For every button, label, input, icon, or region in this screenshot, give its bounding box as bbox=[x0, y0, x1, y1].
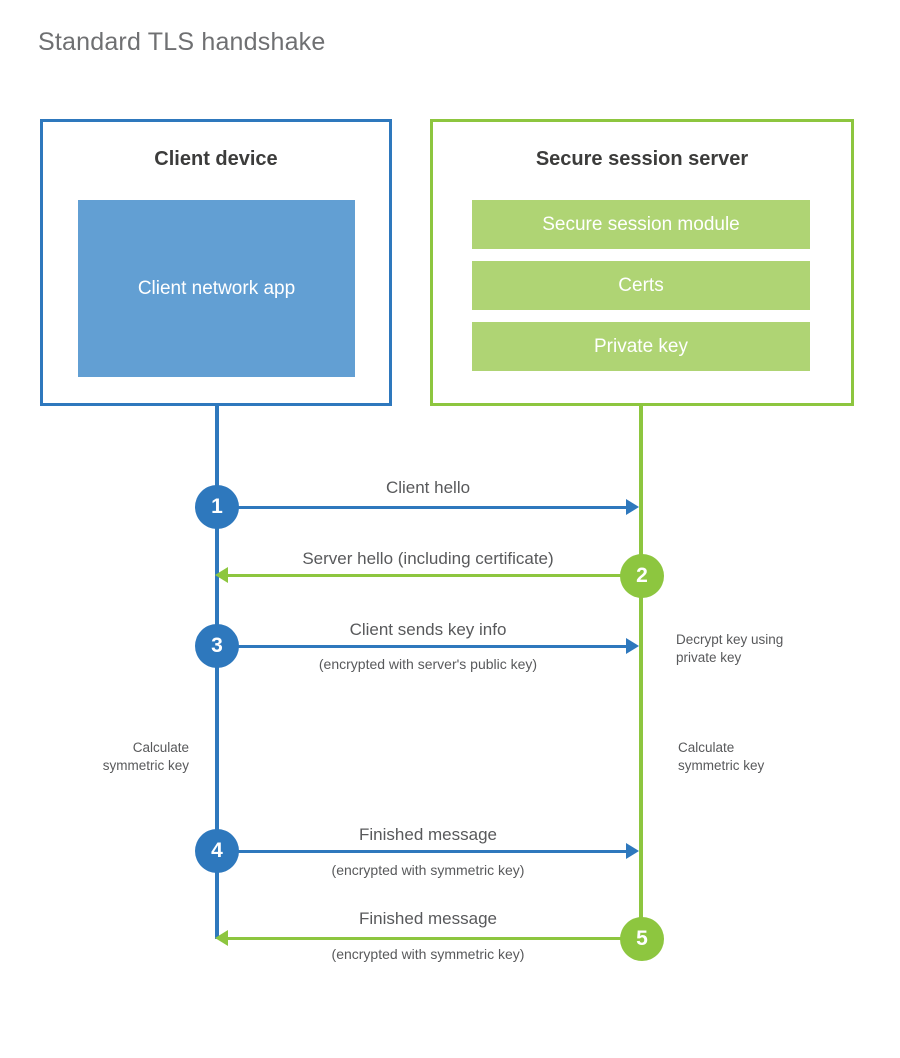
server-components-list: Secure session module Certs Private key bbox=[472, 200, 810, 371]
step-3-arrow-line bbox=[217, 645, 626, 648]
step-3-arrow-head-icon bbox=[626, 638, 639, 654]
server-component-private-key: Private key bbox=[472, 322, 810, 371]
step-4-sublabel: (encrypted with symmetric key) bbox=[331, 862, 525, 878]
server-component-secure-session-module: Secure session module bbox=[472, 200, 810, 249]
server-component-certs: Certs bbox=[472, 261, 810, 310]
client-device-title: Client device bbox=[154, 148, 278, 170]
server-lifeline bbox=[639, 406, 643, 939]
step-2-label: Server hello (including certificate) bbox=[302, 549, 554, 568]
step-4-label: Finished message bbox=[359, 825, 497, 844]
step-5-arrow-line bbox=[228, 937, 641, 940]
note-decrypt-key: Decrypt key using private key bbox=[676, 632, 784, 666]
note-server-calculate-symmetric-key: Calculate symmetric key bbox=[678, 740, 765, 774]
step-circle-5: 5 bbox=[620, 917, 664, 961]
page-title: Standard TLS handshake bbox=[38, 28, 326, 56]
step-4-arrow-line bbox=[217, 850, 626, 853]
step-4-arrow-head-icon bbox=[626, 843, 639, 859]
step-2-arrow-head-icon bbox=[215, 567, 228, 583]
step-circle-4: 4 bbox=[195, 829, 239, 873]
step-1-label: Client hello bbox=[385, 478, 471, 497]
step-5-label: Finished message bbox=[359, 909, 497, 928]
step-circle-1: 1 bbox=[195, 485, 239, 529]
step-5-sublabel: (encrypted with symmetric key) bbox=[331, 946, 525, 962]
secure-session-server-panel: Secure session server Secure session mod… bbox=[430, 119, 854, 406]
step-circle-2: 2 bbox=[620, 554, 664, 598]
client-lifeline bbox=[215, 406, 219, 939]
step-1-arrow-head-icon bbox=[626, 499, 639, 515]
client-device-panel: Client device Client network app bbox=[40, 119, 392, 406]
step-circle-3: 3 bbox=[195, 624, 239, 668]
step-3-sublabel: (encrypted with server's public key) bbox=[318, 656, 538, 672]
step-1-arrow-line bbox=[217, 506, 626, 509]
step-2-arrow-line bbox=[228, 574, 641, 577]
note-client-calculate-symmetric-key: Calculate symmetric key bbox=[102, 740, 189, 774]
step-3-label: Client sends key info bbox=[349, 620, 507, 639]
secure-session-server-title: Secure session server bbox=[535, 148, 749, 170]
client-network-app-box: Client network app bbox=[78, 200, 355, 377]
step-5-arrow-head-icon bbox=[215, 930, 228, 946]
